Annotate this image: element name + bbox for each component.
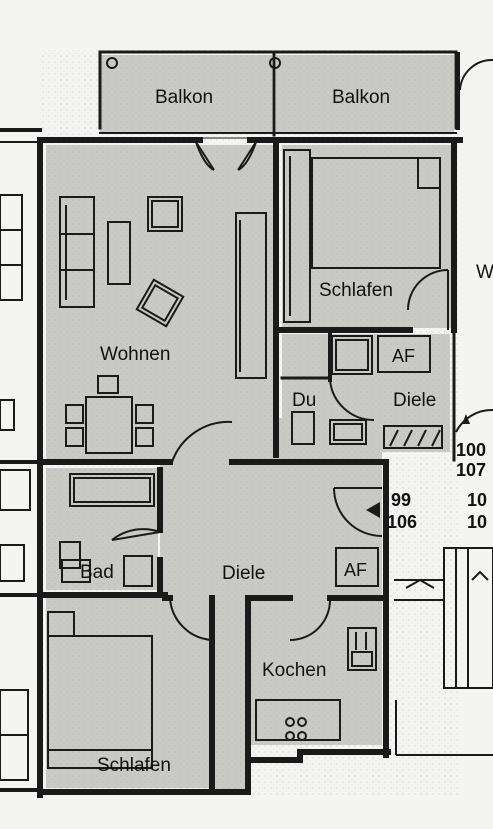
coffee-table bbox=[107, 221, 131, 285]
bad-door bbox=[111, 528, 161, 541]
wohnen-furniture bbox=[59, 141, 267, 454]
label-af-top: AF bbox=[392, 346, 415, 366]
chair-right-2 bbox=[135, 427, 154, 447]
label-edge-w: W bbox=[476, 262, 493, 283]
du-basin bbox=[291, 411, 315, 445]
schlafen-top-furniture bbox=[283, 149, 449, 330]
bad-fixtures bbox=[59, 473, 161, 587]
door-kochen bbox=[289, 599, 331, 641]
chair-top bbox=[97, 375, 119, 394]
label-bad: Bad bbox=[80, 562, 114, 583]
label-wohnen: Wohnen bbox=[100, 344, 170, 365]
label-balkon-right: Balkon bbox=[332, 87, 390, 108]
label-unit-99: 99 bbox=[391, 490, 411, 510]
bad-sink bbox=[59, 541, 81, 569]
du-toilet bbox=[329, 419, 367, 445]
stair-arrow bbox=[462, 414, 470, 424]
label-schlafen-top: Schlafen bbox=[319, 280, 393, 301]
bad-washer bbox=[123, 555, 153, 587]
stove-burner-3 bbox=[285, 731, 295, 741]
label-unit-10a: 10 bbox=[467, 490, 487, 510]
bed-bottom bbox=[47, 635, 153, 769]
door-schlafen-bottom bbox=[169, 597, 213, 641]
bathtub bbox=[69, 473, 155, 507]
kitchen-counter bbox=[255, 699, 341, 741]
du-door bbox=[329, 379, 375, 422]
armchair-top bbox=[147, 196, 183, 232]
walls bbox=[0, 50, 463, 798]
sofa bbox=[59, 196, 95, 308]
label-unit-100: 100 bbox=[456, 440, 486, 460]
label-unit-107: 107 bbox=[456, 460, 486, 480]
balkon-post-mid bbox=[269, 57, 281, 69]
dining-table bbox=[85, 396, 133, 454]
stove-burner-4 bbox=[297, 731, 307, 741]
top-right-door bbox=[459, 58, 493, 91]
entry-arrow bbox=[366, 502, 380, 518]
af-box-bottom bbox=[335, 547, 379, 587]
stair-landing-arc bbox=[455, 408, 493, 433]
neighbour-left-fixtures bbox=[0, 194, 31, 781]
shower bbox=[331, 335, 373, 375]
balkon-post-left bbox=[106, 57, 118, 69]
label-diele-top: Diele bbox=[393, 390, 436, 411]
du-fixtures bbox=[291, 335, 443, 449]
bad-toilet bbox=[61, 559, 91, 583]
label-unit-106: 106 bbox=[387, 512, 417, 532]
stove-burner-1 bbox=[285, 717, 295, 727]
stove-burner-2 bbox=[297, 717, 307, 727]
labels: Balkon Balkon Wohnen Schlafen Du Diele B… bbox=[80, 87, 493, 776]
label-diele-main: Diele bbox=[222, 563, 265, 584]
label-schlafen-bottom: Schlafen bbox=[97, 755, 171, 776]
af-box-top bbox=[377, 335, 431, 373]
door-entrance bbox=[333, 487, 383, 537]
schlafen-bottom-furniture bbox=[47, 611, 153, 769]
door-wohnen bbox=[171, 420, 233, 463]
chair-left-2 bbox=[65, 427, 84, 447]
diele-doors bbox=[169, 420, 383, 641]
schlafen-door bbox=[407, 269, 449, 311]
wardrobe-top bbox=[283, 149, 311, 323]
label-du: Du bbox=[292, 390, 316, 411]
label-kochen: Kochen bbox=[262, 660, 326, 681]
wardrobe-diele bbox=[383, 425, 443, 449]
armchair-tilted bbox=[135, 278, 185, 328]
label-balkon-left: Balkon bbox=[155, 87, 213, 108]
kochen-fixtures bbox=[255, 627, 377, 741]
label-af-bottom: AF bbox=[344, 560, 367, 580]
label-unit-10b: 10 bbox=[467, 512, 487, 532]
chair-left-1 bbox=[65, 404, 84, 424]
bed-top bbox=[311, 157, 441, 269]
wall-cabinet bbox=[235, 212, 267, 379]
staircase bbox=[394, 547, 493, 756]
chair-right-1 bbox=[135, 404, 154, 424]
kitchen-sink bbox=[347, 627, 377, 671]
